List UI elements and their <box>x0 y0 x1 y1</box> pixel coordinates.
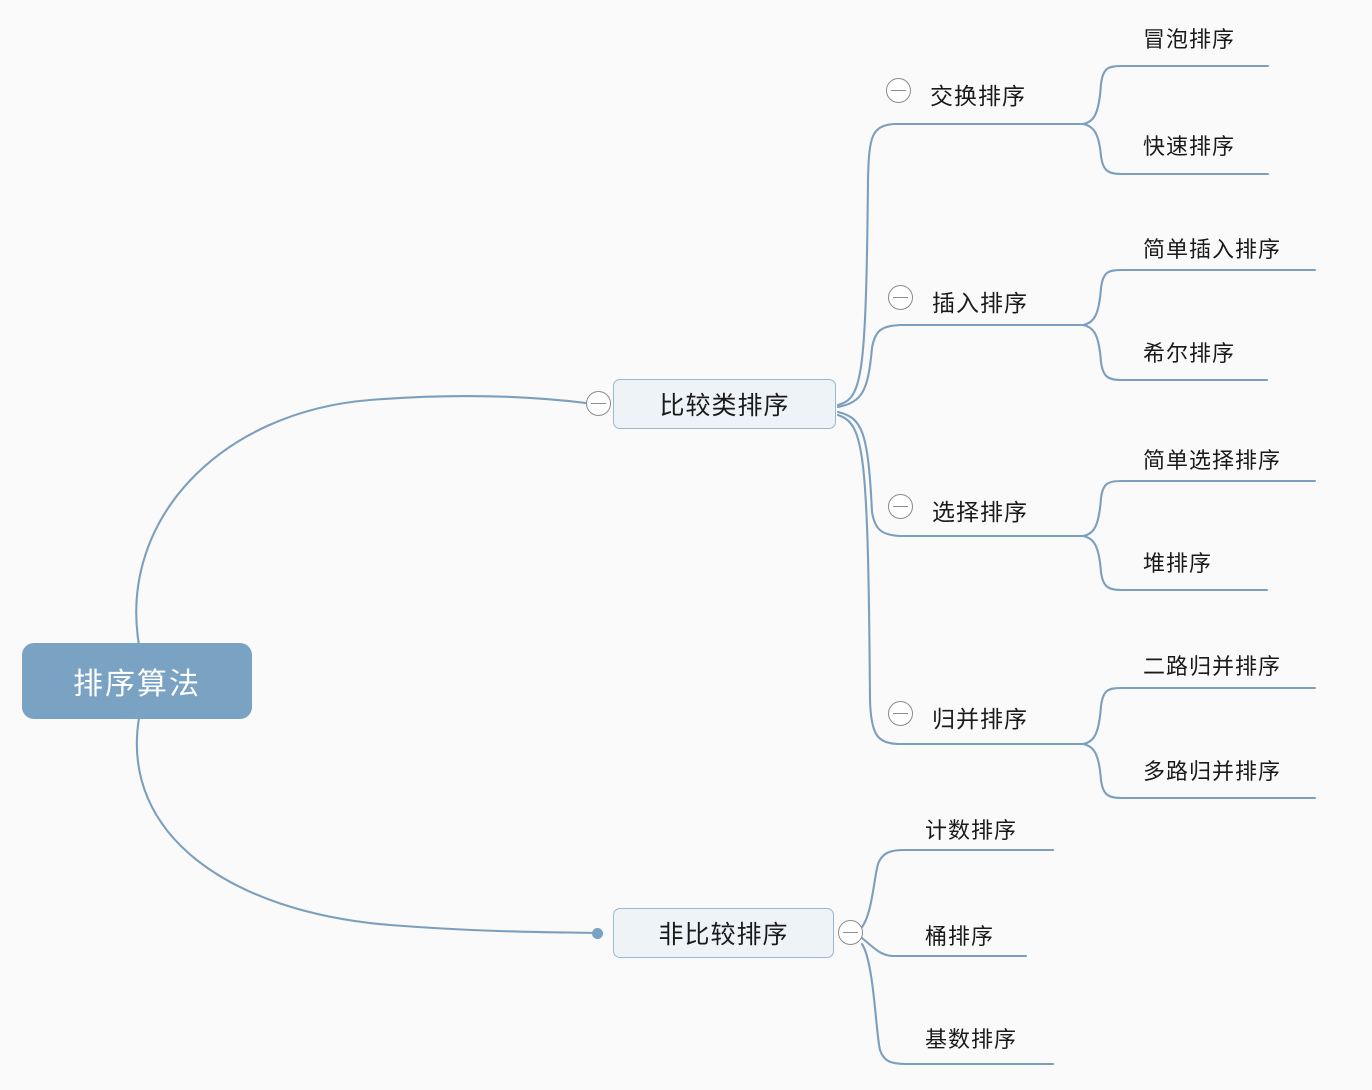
root-label: 排序算法 <box>73 668 201 701</box>
leaf-node-two-way-merge-sort[interactable]: 二路归并排序 <box>1143 654 1282 679</box>
toggle-noncompare-sort[interactable] <box>838 920 863 945</box>
branch-node-noncompare-sort[interactable]: 非比较排序 <box>613 908 834 958</box>
toggle-select-sort[interactable] <box>888 494 913 519</box>
node-select-sort[interactable]: 选择排序 <box>932 500 1028 525</box>
branch-label-noncompare-sort: 非比较排序 <box>658 922 789 949</box>
toggle-merge-sort[interactable] <box>888 701 913 726</box>
edge-root-to-noncompare <box>135 716 600 935</box>
leaf-node-heap-sort[interactable]: 堆排序 <box>1143 551 1213 576</box>
leaf-node-bubble-sort[interactable]: 冒泡排序 <box>1143 27 1236 52</box>
branch-label-compare-sort: 比较类排序 <box>659 393 790 420</box>
leaf-node-quick-sort[interactable]: 快速排序 <box>1143 134 1236 159</box>
leaf-node-simple-insert-sort[interactable]: 简单插入排序 <box>1143 237 1282 262</box>
leaf-node-simple-select-sort[interactable]: 简单选择排序 <box>1143 448 1282 473</box>
toggle-compare-sort[interactable] <box>586 391 611 416</box>
edge-compare-to-merge <box>836 413 1085 746</box>
edge-compare-to-exchange <box>836 122 1085 407</box>
toggle-insert-sort[interactable] <box>888 285 913 310</box>
node-exchange-sort[interactable]: 交换排序 <box>930 84 1026 109</box>
leaf-node-radix-sort[interactable]: 基数排序 <box>925 1027 1018 1052</box>
leaf-node-shell-sort[interactable]: 希尔排序 <box>1143 341 1236 366</box>
edge-merge-to-two-way <box>1081 686 1317 746</box>
node-insert-sort[interactable]: 插入排序 <box>932 291 1028 316</box>
edge-compare-to-insert <box>836 323 1085 409</box>
node-merge-sort[interactable]: 归并排序 <box>932 707 1028 732</box>
root-node[interactable]: 排序算法 <box>22 643 252 719</box>
leaf-node-counting-sort[interactable]: 计数排序 <box>925 818 1018 843</box>
branch-node-compare-sort[interactable]: 比较类排序 <box>613 379 836 429</box>
edge-select-to-simple-select <box>1081 479 1317 538</box>
edge-exchange-to-bubble <box>1081 64 1270 126</box>
edge-insert-to-simple-insert <box>1081 268 1317 327</box>
edge-noncompare-to-counting <box>860 848 1055 929</box>
toggle-exchange-sort[interactable] <box>886 78 911 103</box>
leaf-node-multi-way-merge-sort[interactable]: 多路归并排序 <box>1143 759 1282 784</box>
connector-dot-noncompare-sort <box>592 928 603 939</box>
edge-root-to-compare <box>135 395 588 647</box>
leaf-node-bucket-sort[interactable]: 桶排序 <box>925 924 995 949</box>
